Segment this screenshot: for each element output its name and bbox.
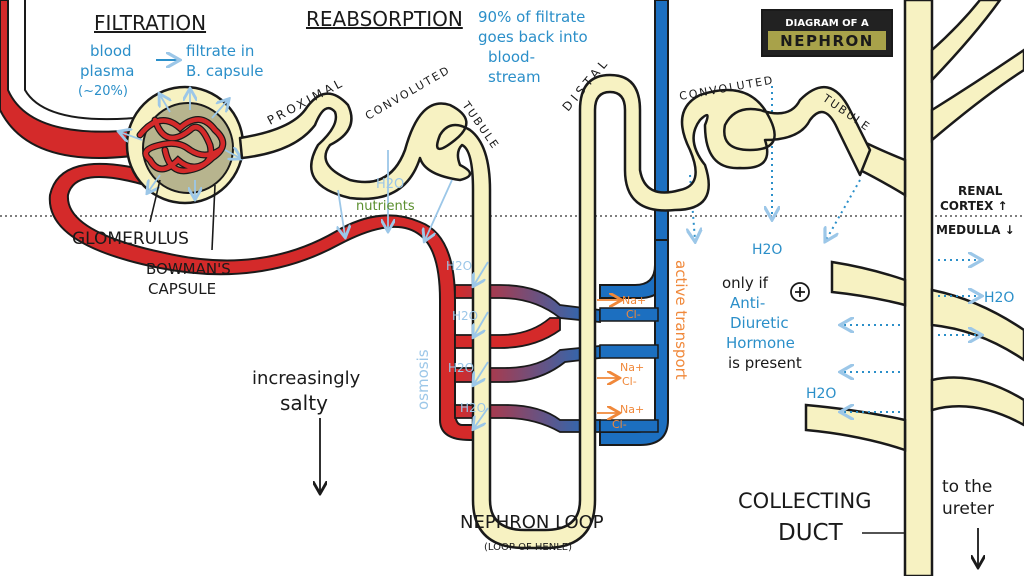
cl-label-1: Cl- — [626, 308, 641, 321]
filtration-note-3: (~20%) — [78, 84, 128, 99]
h2o-label-3: H2O — [452, 309, 478, 323]
nephron-loop-label: NEPHRON LOOP — [460, 512, 604, 533]
ureter-label-1: to the — [942, 477, 992, 497]
active-transport-arrows — [597, 300, 620, 413]
vein-link-1 — [599, 307, 659, 322]
bowmans-label-1: BOWMAN'S — [146, 260, 231, 278]
na-label-3: Na+ — [620, 403, 644, 416]
adh-label-4: Hormone — [726, 334, 795, 352]
filtration-note-2: plasma — [80, 62, 135, 80]
filtration-note-1: blood — [90, 42, 132, 60]
osmosis-label: osmosis — [414, 349, 432, 410]
adh-label-2: Anti- — [730, 294, 765, 312]
reabsorption-arrows — [338, 150, 489, 428]
cl-label-3: Cl- — [612, 418, 627, 431]
h2o-label-5: H2O — [460, 401, 486, 415]
filtration-note-4: filtrate in — [186, 42, 254, 60]
plus-icon — [795, 287, 805, 297]
glomerulus-label: GLOMERULUS — [72, 229, 189, 249]
plus-circle-icon — [790, 282, 810, 302]
reabsorption-heading: REABSORPTION — [306, 7, 463, 31]
active-transport-label: active transport — [672, 260, 690, 380]
pointer-lines — [149, 179, 905, 534]
filtration-arrows — [120, 90, 240, 198]
filtration-heading: FILTRATION — [94, 11, 206, 35]
arteriole-inner — [24, 0, 136, 121]
collecting-duct — [804, 0, 1024, 576]
reabsorption-note-3: blood- — [488, 48, 535, 66]
reabsorption-note-1: 90% of filtrate — [478, 8, 585, 26]
ureter-label-2: ureter — [942, 499, 994, 519]
adh-label-1: only if — [722, 274, 769, 292]
loop-of-henle-label: (LOOP OF HENLE) — [484, 542, 572, 553]
medulla-label: MEDULLA ↓ — [936, 223, 1015, 237]
collecting-label-2: DUCT — [778, 520, 844, 546]
h2o-label-6: H2O — [752, 242, 782, 258]
duct-water-arrows — [690, 86, 980, 412]
nutrients-label: nutrients — [356, 199, 415, 214]
renal-cortex-label-2: CORTEX ↑ — [940, 199, 1008, 213]
renal-tubule — [238, 73, 872, 550]
filtration-note-5: B. capsule — [186, 62, 264, 80]
h2o-label-1: H2O — [376, 177, 404, 192]
title-line-1: DIAGRAM OF A — [785, 18, 869, 29]
cl-label-2: Cl- — [622, 375, 637, 388]
reabsorption-note-2: goes back into — [478, 28, 588, 46]
adh-label-5: is present — [728, 354, 802, 372]
h2o-label-4: H2O — [448, 361, 474, 375]
reabsorption-note-4: stream — [488, 68, 541, 86]
h2o-label-8: H2O — [984, 290, 1014, 306]
adh-label-3: Diuretic — [730, 314, 789, 332]
h2o-label-7: H2O — [806, 386, 836, 402]
renal-cortex-label-1: RENAL — [958, 184, 1003, 198]
na-label-1: Na+ — [622, 294, 646, 307]
title-line-2: NEPHRON — [780, 32, 874, 50]
vein-link-2 — [599, 344, 659, 359]
h2o-label-2: H2O — [446, 259, 472, 273]
vein-link-3 — [599, 419, 659, 433]
na-label-2: Na+ — [620, 361, 644, 374]
increasingly-label: increasingly — [252, 368, 361, 389]
collecting-label-1: COLLECTING — [738, 489, 872, 513]
title-box-inner — [768, 31, 886, 50]
glomerulus-fill — [137, 117, 225, 174]
salty-label: salty — [280, 391, 328, 415]
bowmans-label-2: CAPSULE — [148, 280, 216, 298]
